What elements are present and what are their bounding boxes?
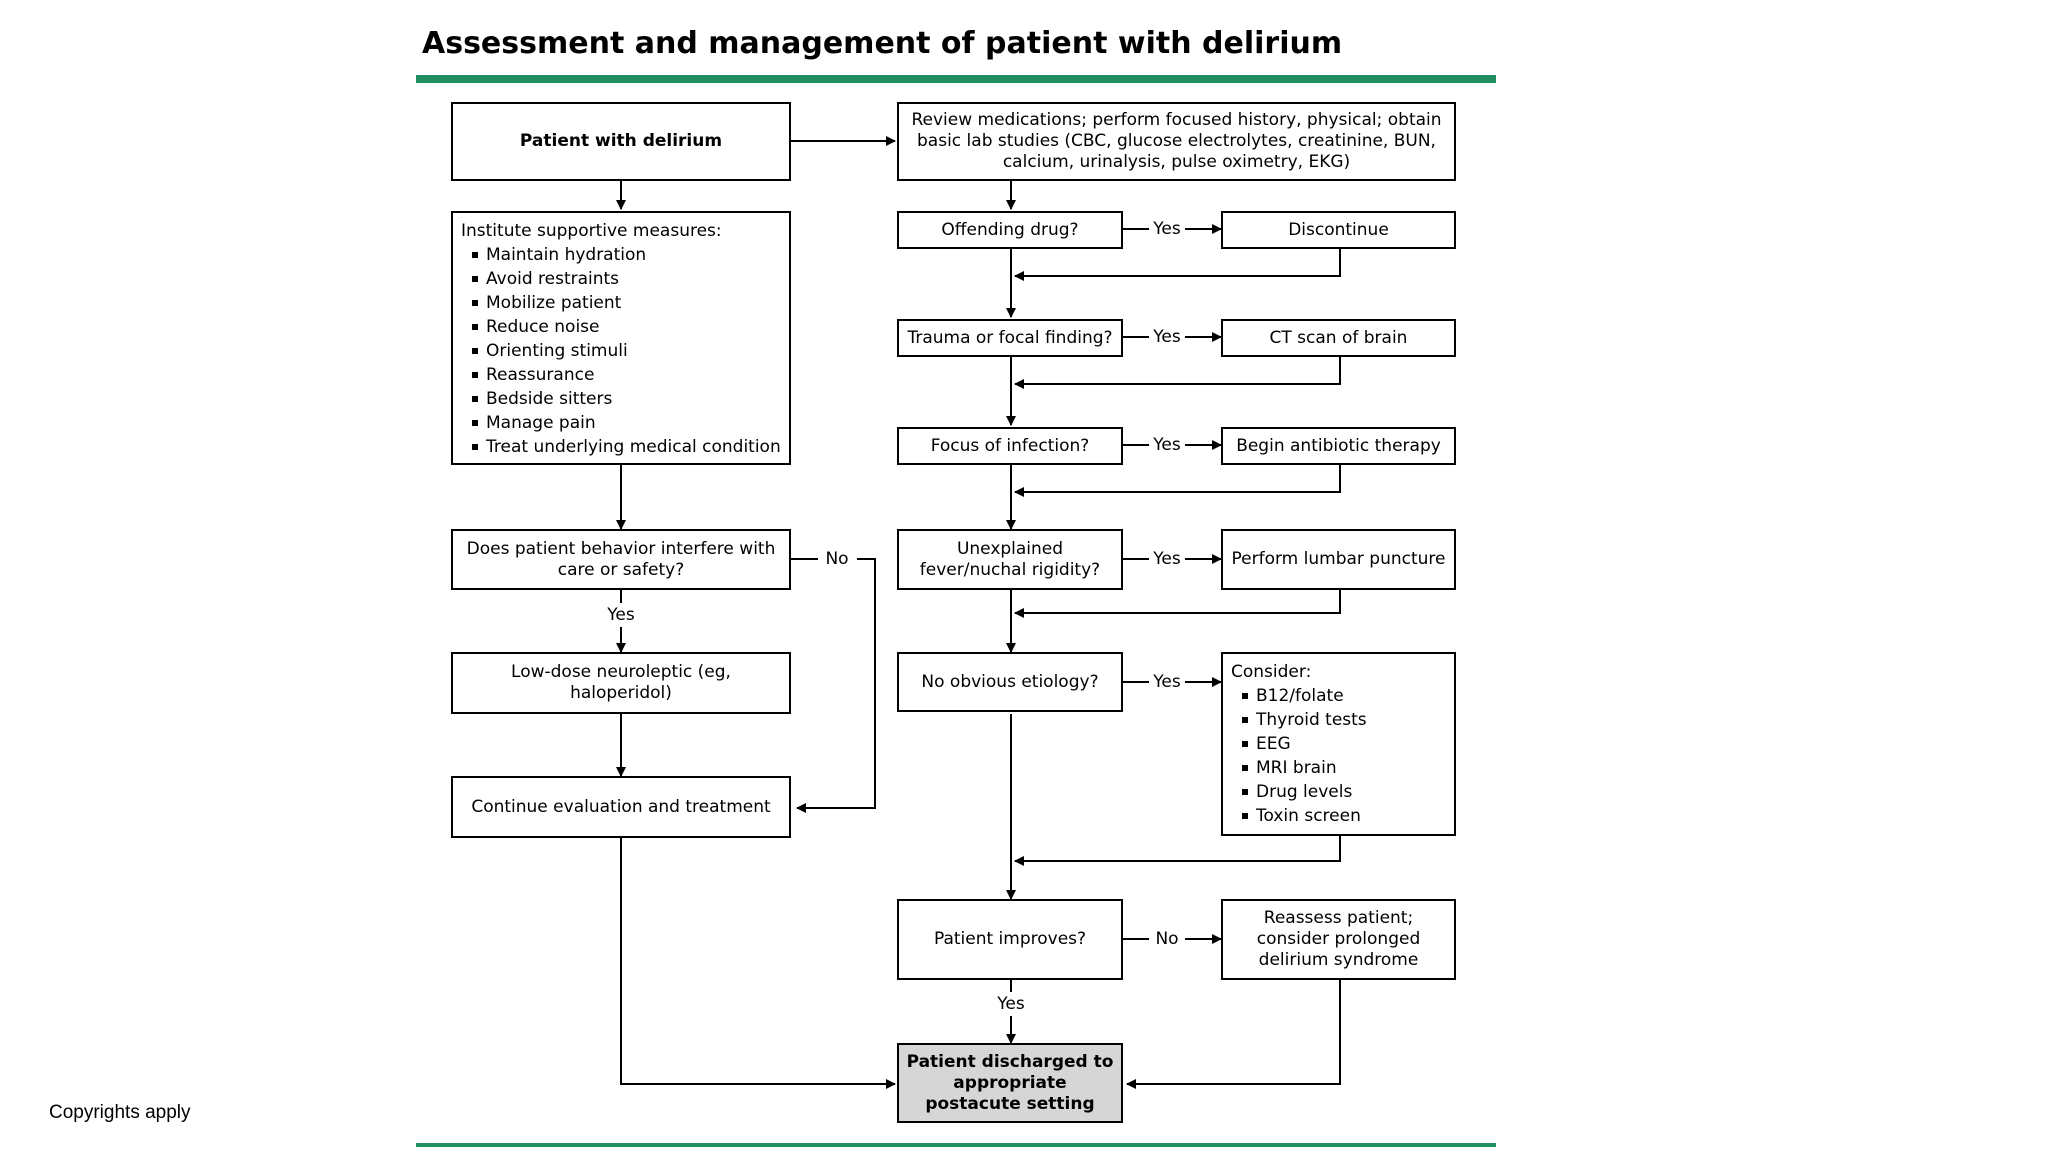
arrow-reassess-to-discharged bbox=[1126, 980, 1341, 1089]
list-item: Reassurance bbox=[461, 363, 781, 387]
ct-scan-box: CT scan of brain bbox=[1221, 319, 1456, 357]
return-lumbar bbox=[1014, 590, 1341, 618]
page-title: Assessment and management of patient wit… bbox=[422, 26, 1343, 61]
bottom-rule bbox=[416, 1143, 1496, 1147]
antibiotic-box: Begin antibiotic therapy bbox=[1221, 427, 1456, 465]
behavior-no-label: No bbox=[823, 549, 851, 569]
list-item: Toxin screen bbox=[1231, 804, 1446, 828]
supportive-measures-heading: Institute supportive measures: bbox=[461, 221, 722, 241]
infection-yes-label: Yes bbox=[1151, 435, 1183, 455]
list-item: Thyroid tests bbox=[1231, 708, 1446, 732]
offending-drug-box: Offending drug? bbox=[897, 211, 1123, 249]
consider-heading: Consider: bbox=[1231, 662, 1312, 682]
list-item: Mobilize patient bbox=[461, 291, 781, 315]
infection-box: Focus of infection? bbox=[897, 427, 1123, 465]
trauma-yes-label: Yes bbox=[1151, 327, 1183, 347]
arrow-no-to-continue bbox=[796, 558, 876, 813]
list-item: Manage pain bbox=[461, 411, 781, 435]
continue-evaluation-box: Continue evaluation and treatment bbox=[451, 776, 791, 838]
title-rule bbox=[416, 75, 1496, 83]
trauma-focal-box: Trauma or focal finding? bbox=[897, 319, 1123, 357]
list-item: Maintain hydration bbox=[461, 243, 781, 267]
list-item: Bedside sitters bbox=[461, 387, 781, 411]
return-ct bbox=[1014, 357, 1341, 389]
neuroleptic-box: Low-dose neuroleptic (eg, haloperidol) bbox=[451, 652, 791, 714]
copyright-note: Copyrights apply bbox=[49, 1102, 191, 1123]
list-item: Treat underlying medical condition bbox=[461, 435, 781, 459]
improves-yes-label: Yes bbox=[995, 994, 1027, 1014]
fever-yes-label: Yes bbox=[1151, 549, 1183, 569]
return-discontinue bbox=[1014, 249, 1341, 281]
consider-box: Consider: B12/folate Thyroid tests EEG M… bbox=[1221, 652, 1456, 836]
list-item: Orienting stimuli bbox=[461, 339, 781, 363]
behavior-question-box: Does patient behavior interfere with car… bbox=[451, 529, 791, 590]
supportive-measures-box: Institute supportive measures: Maintain … bbox=[451, 211, 791, 465]
patient-improves-box: Patient improves? bbox=[897, 899, 1123, 980]
list-item: Avoid restraints bbox=[461, 267, 781, 291]
return-consider bbox=[1014, 836, 1341, 866]
behavior-yes-label: Yes bbox=[605, 605, 637, 625]
etiology-yes-label: Yes bbox=[1151, 672, 1183, 692]
list-item: Reduce noise bbox=[461, 315, 781, 339]
list-item: EEG bbox=[1231, 732, 1446, 756]
list-item: Drug levels bbox=[1231, 780, 1446, 804]
list-item: MRI brain bbox=[1231, 756, 1446, 780]
lumbar-puncture-box: Perform lumbar puncture bbox=[1221, 529, 1456, 590]
patient-with-delirium-box: Patient with delirium bbox=[451, 102, 791, 181]
offending-yes-label: Yes bbox=[1151, 219, 1183, 239]
fever-rigidity-box: Unexplained fever/nuchal rigidity? bbox=[897, 529, 1123, 590]
discharged-box: Patient discharged to appropriate postac… bbox=[897, 1043, 1123, 1123]
return-antibiotic bbox=[1014, 465, 1341, 497]
list-item: B12/folate bbox=[1231, 684, 1446, 708]
arrow-continue-to-discharged bbox=[620, 838, 896, 1089]
discontinue-box: Discontinue bbox=[1221, 211, 1456, 249]
review-medications-box: Review medications; perform focused hist… bbox=[897, 102, 1456, 181]
no-etiology-box: No obvious etiology? bbox=[897, 652, 1123, 712]
improves-no-label: No bbox=[1153, 929, 1181, 949]
reassess-box: Reassess patient; consider prolonged del… bbox=[1221, 899, 1456, 980]
